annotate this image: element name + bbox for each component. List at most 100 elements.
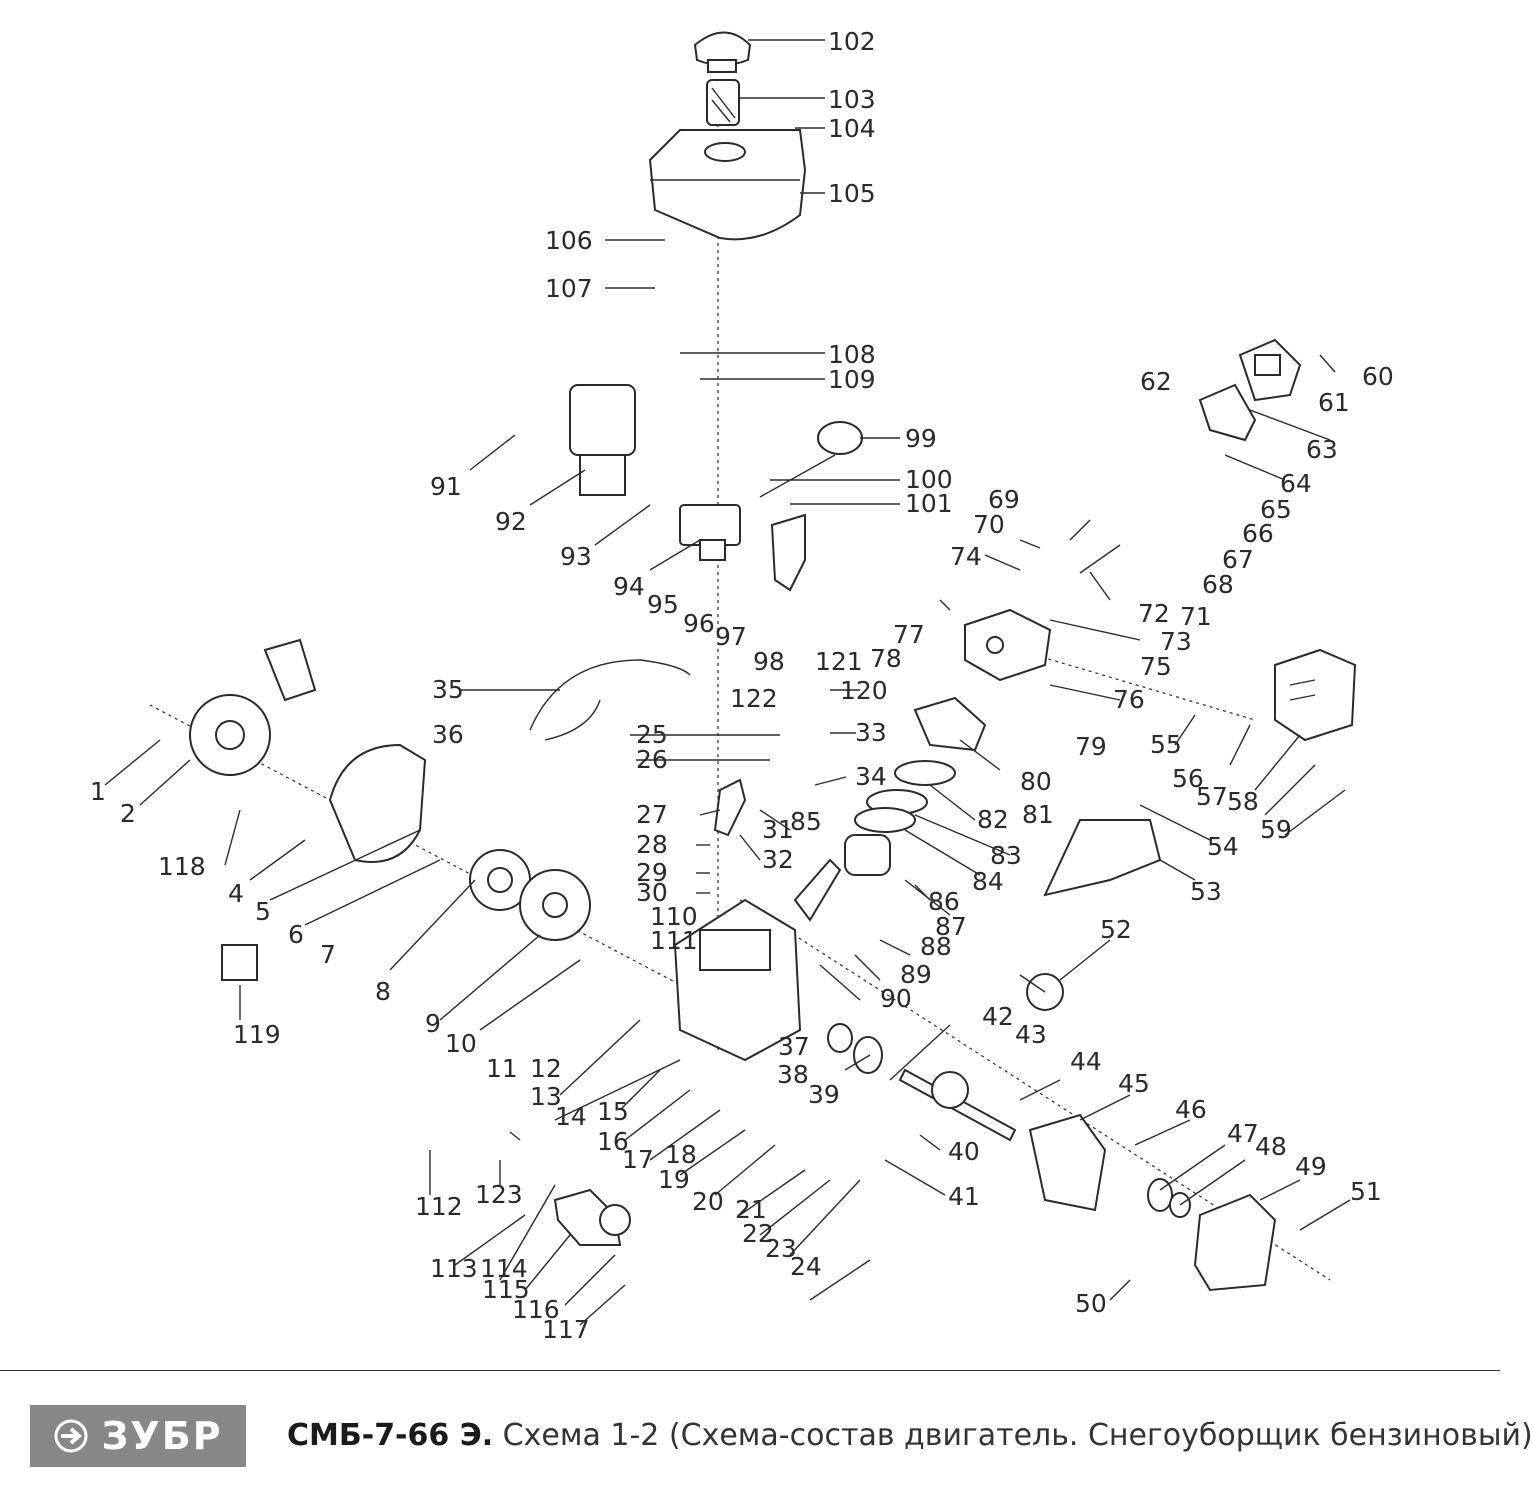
intake-bracket <box>770 513 806 592</box>
part-label: 74 <box>950 542 982 571</box>
diagram-description: Схема 1-2 (Схема-состав двигатель. Снего… <box>502 1418 1533 1453</box>
part-label: 66 <box>1242 519 1274 548</box>
cylinder-head <box>964 608 1052 682</box>
wiring-harness <box>529 659 691 741</box>
part-label: 116 <box>512 1295 560 1324</box>
part-label: 21 <box>735 1195 767 1224</box>
part-label: 53 <box>1190 877 1222 906</box>
part-label: 101 <box>905 489 953 518</box>
carburetor <box>679 504 741 561</box>
part-label: 115 <box>482 1275 530 1304</box>
part-label: 10 <box>445 1029 477 1058</box>
part-label: 7 <box>320 940 336 969</box>
part-label: 22 <box>742 1219 774 1248</box>
part-label: 105 <box>828 179 876 208</box>
flywheel <box>519 869 591 941</box>
part-label: 32 <box>762 845 794 874</box>
part-label: 93 <box>560 542 592 571</box>
part-label: 83 <box>990 841 1022 870</box>
part-label: 54 <box>1207 832 1239 861</box>
part-label: 48 <box>1255 1132 1287 1161</box>
part-label: 39 <box>808 1080 840 1109</box>
part-label: 46 <box>1175 1095 1207 1124</box>
diagram-caption: СМБ-7-66 Э. Схема 1-2 (Схема-состав двиг… <box>287 1418 1533 1453</box>
part-label: 12 <box>530 1054 562 1083</box>
part-label: 104 <box>828 114 876 143</box>
part-label: 34 <box>855 762 887 791</box>
part-label: 63 <box>1306 435 1338 464</box>
part-label: 43 <box>1015 1020 1047 1049</box>
part-label: 47 <box>1227 1119 1259 1148</box>
arrow-logo-icon <box>54 1419 88 1453</box>
governor-arm <box>713 778 747 837</box>
brand-logo: ЗУБР <box>30 1405 246 1467</box>
part-label: 40 <box>948 1137 980 1166</box>
part-label: 50 <box>1075 1289 1107 1318</box>
part-label: 87 <box>935 912 967 941</box>
part-label: 81 <box>1022 800 1054 829</box>
part-label: 13 <box>530 1082 562 1111</box>
part-label: 27 <box>636 800 668 829</box>
part-label: 67 <box>1222 545 1254 574</box>
part-label: 5 <box>255 897 271 926</box>
part-label: 85 <box>790 807 822 836</box>
part-label: 79 <box>1075 732 1107 761</box>
part-label: 76 <box>1113 685 1145 714</box>
muffler <box>1274 648 1357 742</box>
part-label: 86 <box>928 887 960 916</box>
fuel-tank <box>648 129 807 241</box>
part-label: 42 <box>982 1002 1014 1031</box>
part-label: 14 <box>555 1102 587 1131</box>
part-label: 16 <box>597 1127 629 1156</box>
part-label: 110 <box>650 902 698 931</box>
part-label: 122 <box>730 684 778 713</box>
rectifier <box>221 944 258 981</box>
part-label: 30 <box>636 878 668 907</box>
model-name: СМБ-7-66 Э. <box>287 1418 494 1453</box>
part-label: 75 <box>1140 652 1172 681</box>
part-label: 91 <box>430 472 462 501</box>
part-label: 58 <box>1227 787 1259 816</box>
air-filter-housing <box>569 384 636 496</box>
recoil-starter <box>189 638 317 776</box>
part-label: 97 <box>715 622 747 651</box>
fuel-strainer <box>706 79 740 126</box>
part-label: 108 <box>828 340 876 369</box>
part-drawings <box>189 31 1357 1292</box>
part-label: 89 <box>900 960 932 989</box>
crankcase-cover <box>1193 1193 1277 1292</box>
part-label: 121 <box>815 647 863 676</box>
valve-cover <box>1238 338 1302 402</box>
part-label: 29 <box>636 858 668 887</box>
part-label: 28 <box>636 830 668 859</box>
part-labels: 1 2 4 5 6 7 8 9 10 11 12 13 14 15 16 17 … <box>90 27 1394 1344</box>
exhaust-shield <box>1043 819 1162 897</box>
part-label: 92 <box>495 507 527 536</box>
piston-rings <box>854 760 956 833</box>
part-label: 64 <box>1280 469 1312 498</box>
part-label: 24 <box>790 1252 822 1281</box>
part-label: 31 <box>762 815 794 844</box>
part-label: 18 <box>665 1140 697 1169</box>
part-label: 112 <box>415 1192 463 1221</box>
part-label: 73 <box>1160 627 1192 656</box>
part-label: 120 <box>840 676 888 705</box>
part-label: 77 <box>893 620 925 649</box>
part-label: 94 <box>613 572 645 601</box>
part-label: 88 <box>920 932 952 961</box>
fan-shroud <box>328 743 427 863</box>
part-label: 25 <box>636 720 668 749</box>
piston <box>844 834 891 876</box>
part-label: 51 <box>1350 1177 1382 1206</box>
part-label: 82 <box>977 805 1009 834</box>
crankcase <box>673 898 802 1062</box>
part-label: 8 <box>375 977 391 1006</box>
part-label: 6 <box>288 920 304 949</box>
part-label: 57 <box>1196 782 1228 811</box>
part-label: 1 <box>90 777 106 806</box>
camshaft <box>1019 973 1064 1011</box>
bearings <box>827 1023 1191 1218</box>
part-label: 118 <box>158 852 206 881</box>
part-label: 98 <box>753 647 785 676</box>
part-label: 59 <box>1260 815 1292 844</box>
